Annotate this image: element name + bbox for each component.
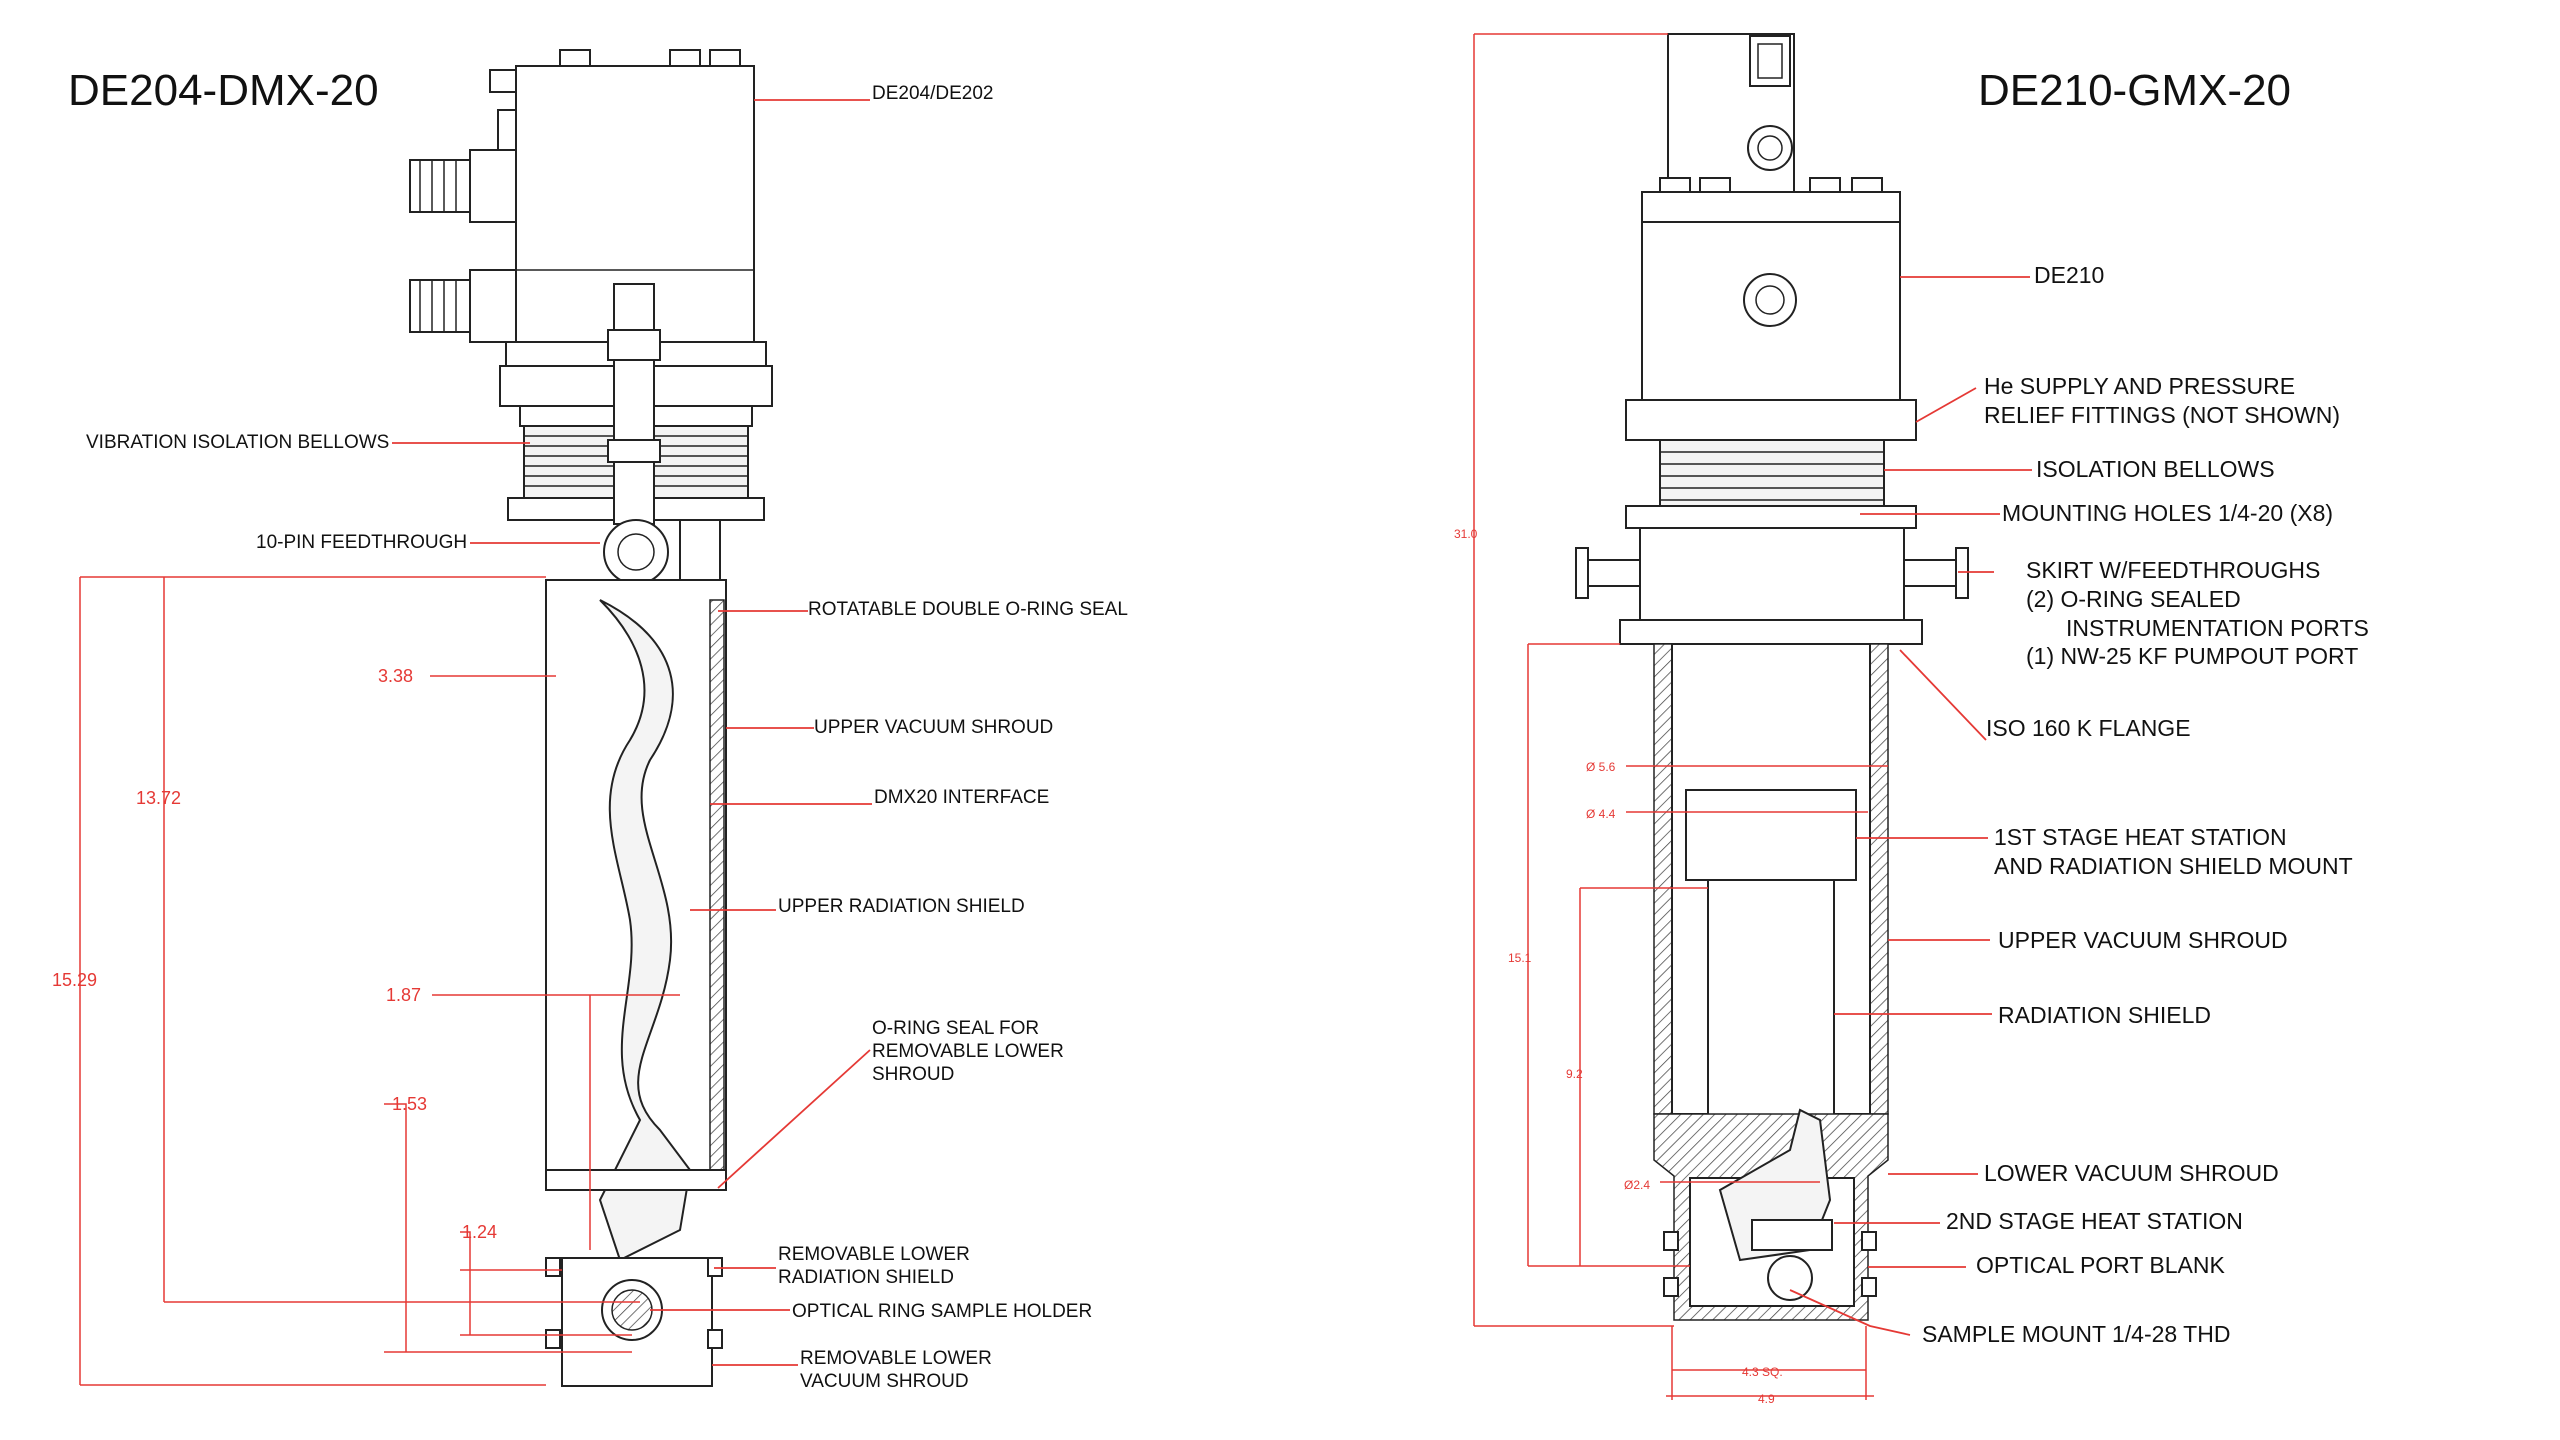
dim-dia-5-6: Ø 5.6 xyxy=(1586,760,1616,774)
label-rotatable-seal: ROTATABLE DOUBLE O-RING SEAL xyxy=(808,599,1128,620)
right-dimension-values: 31.0 Ø 5.6 Ø 4.4 15.1 9.2 Ø2.4 4.3 SQ. 4… xyxy=(1454,527,1783,1406)
label-isolation-bellows: ISOLATION BELLOWS xyxy=(2036,456,2275,482)
left-title: DE204-DMX-20 xyxy=(68,66,379,115)
label-oring-line3: SHROUD xyxy=(872,1064,954,1085)
dim-1-24: 1.24 xyxy=(462,1222,497,1242)
label-rem-vac-line2: VACUUM SHROUD xyxy=(800,1371,969,1392)
label-rem-rad-line2: RADIATION SHIELD xyxy=(778,1267,954,1288)
right-coldhead xyxy=(1575,33,1969,645)
label-rem-rad-line1: REMOVABLE LOWER xyxy=(778,1244,970,1265)
label-radiation-shield: RADIATION SHIELD xyxy=(1998,1002,2211,1028)
right-vacuum-shroud xyxy=(1653,643,1889,1321)
label-feedthrough: 10-PIN FEEDTHROUGH xyxy=(256,532,467,553)
left-assembly: DE204-DMX-20 xyxy=(52,49,1128,1392)
right-title: DE210-GMX-20 xyxy=(1978,66,2291,115)
right-assembly: DE210-GMX-20 xyxy=(1454,33,2369,1406)
label-de210: DE210 xyxy=(2034,262,2104,288)
label-first-stage-line2: AND RADIATION SHIELD MOUNT xyxy=(1994,853,2353,879)
label-skirt-line4: (1) NW-25 KF PUMPOUT PORT xyxy=(2026,643,2358,669)
dim-9-2: 9.2 xyxy=(1566,1067,1583,1081)
label-skirt-line1: SKIRT W/FEEDTHROUGHS xyxy=(2026,557,2320,583)
label-upper-vacuum-shroud: UPPER VACUUM SHROUD xyxy=(814,717,1053,738)
left-callouts: DE204/DE202 VIBRATION ISOLATION BELLOWS … xyxy=(86,83,1128,1392)
left-coldhead xyxy=(409,49,773,593)
dim-15-1: 15.1 xyxy=(1508,951,1532,965)
left-dimensions xyxy=(79,576,680,1386)
label-de204: DE204/DE202 xyxy=(872,83,993,104)
label-rem-vac-line1: REMOVABLE LOWER xyxy=(800,1348,992,1369)
dim-dia-2-4: Ø2.4 xyxy=(1624,1178,1650,1192)
label-sample-mount: SAMPLE MOUNT 1/4-28 THD xyxy=(1922,1321,2230,1347)
label-skirt-line2: (2) O-RING SEALED xyxy=(2026,586,2241,612)
label-upper-radiation-shield: UPPER RADIATION SHIELD xyxy=(778,896,1025,917)
label-oring-line1: O-RING SEAL FOR xyxy=(872,1018,1039,1039)
right-callouts: DE210 He SUPPLY AND PRESSURE RELIEF FITT… xyxy=(1922,262,2369,1347)
left-vacuum-shroud xyxy=(545,579,727,1387)
dim-15-29: 15.29 xyxy=(52,970,97,990)
dim-13-72: 13.72 xyxy=(136,788,181,808)
left-leaders xyxy=(392,99,872,1366)
label-first-stage-line1: 1ST STAGE HEAT STATION xyxy=(1994,824,2287,850)
dim-3-38: 3.38 xyxy=(378,666,413,686)
label-second-stage: 2ND STAGE HEAT STATION xyxy=(1946,1208,2243,1234)
dim-4-3-sq: 4.3 SQ. xyxy=(1742,1365,1783,1379)
dim-1-53: 1.53 xyxy=(392,1094,427,1114)
label-optical-port-blank: OPTICAL PORT BLANK xyxy=(1976,1252,2225,1278)
label-upper-vacuum-shroud-r: UPPER VACUUM SHROUD xyxy=(1998,927,2288,953)
label-he-line2: RELIEF FITTINGS (NOT SHOWN) xyxy=(1984,402,2340,428)
label-he-line1: He SUPPLY AND PRESSURE xyxy=(1984,373,2295,399)
label-lower-vacuum-shroud: LOWER VACUUM SHROUD xyxy=(1984,1160,2279,1186)
right-dimensions xyxy=(1473,33,1888,1400)
left-dimension-values: 3.38 13.72 15.29 1.87 1.53 1.24 xyxy=(52,666,497,1242)
label-mounting-holes: MOUNTING HOLES 1/4-20 (X8) xyxy=(2002,500,2333,526)
dim-1-87: 1.87 xyxy=(386,985,421,1005)
label-iso160-flange: ISO 160 K FLANGE xyxy=(1986,715,2191,741)
label-optical-ring: OPTICAL RING SAMPLE HOLDER xyxy=(792,1301,1092,1322)
label-oring-line2: REMOVABLE LOWER xyxy=(872,1041,1064,1062)
label-skirt-line3: INSTRUMENTATION PORTS xyxy=(2066,615,2369,641)
label-dmx20-interface: DMX20 INTERFACE xyxy=(874,787,1049,808)
dim-4-9: 4.9 xyxy=(1758,1392,1775,1406)
label-vibration-bellows: VIBRATION ISOLATION BELLOWS xyxy=(86,432,389,453)
dim-dia-4-4: Ø 4.4 xyxy=(1586,807,1616,821)
dim-31-0: 31.0 xyxy=(1454,527,1478,541)
right-leaders xyxy=(1789,276,2032,1336)
